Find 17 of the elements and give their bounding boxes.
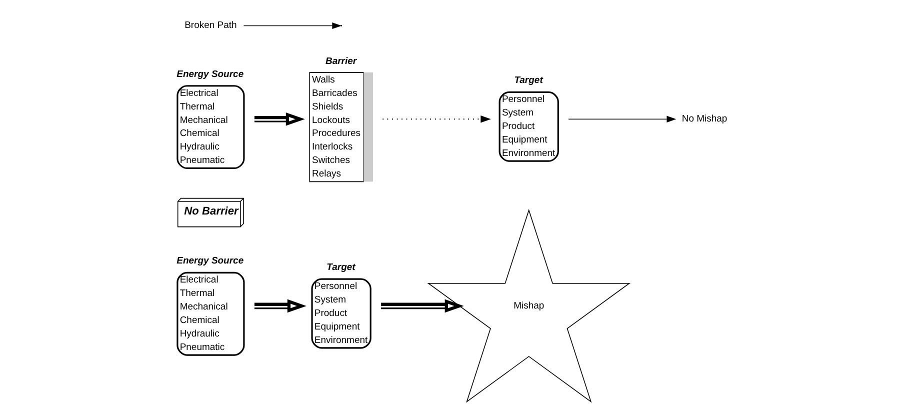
node-box: Personnel System Product Equipment Environment	[498, 91, 558, 162]
node-label: Target	[326, 262, 355, 274]
arrow	[382, 116, 490, 123]
node-label: Energy Source	[176, 68, 244, 80]
arrow	[254, 112, 304, 126]
node-box: Electrical Thermal Mechanical Chemical Hydraulic Pneumatic	[176, 85, 244, 169]
arrow	[380, 299, 464, 313]
arrow	[568, 116, 676, 122]
node-label: Target	[514, 75, 542, 86]
node-label: Energy Source	[176, 256, 244, 267]
arrow	[242, 22, 342, 30]
node-text: No Mishap	[681, 114, 727, 125]
node-label: Barrier	[324, 56, 356, 68]
node-box: Personnel System Product Equipment Environment	[310, 278, 371, 349]
arrow	[254, 299, 306, 313]
node-box: Electrical Thermal Mechanical Chemical Hydraulic Pneumatic	[176, 272, 244, 356]
node-text: Broken Path	[184, 20, 236, 32]
